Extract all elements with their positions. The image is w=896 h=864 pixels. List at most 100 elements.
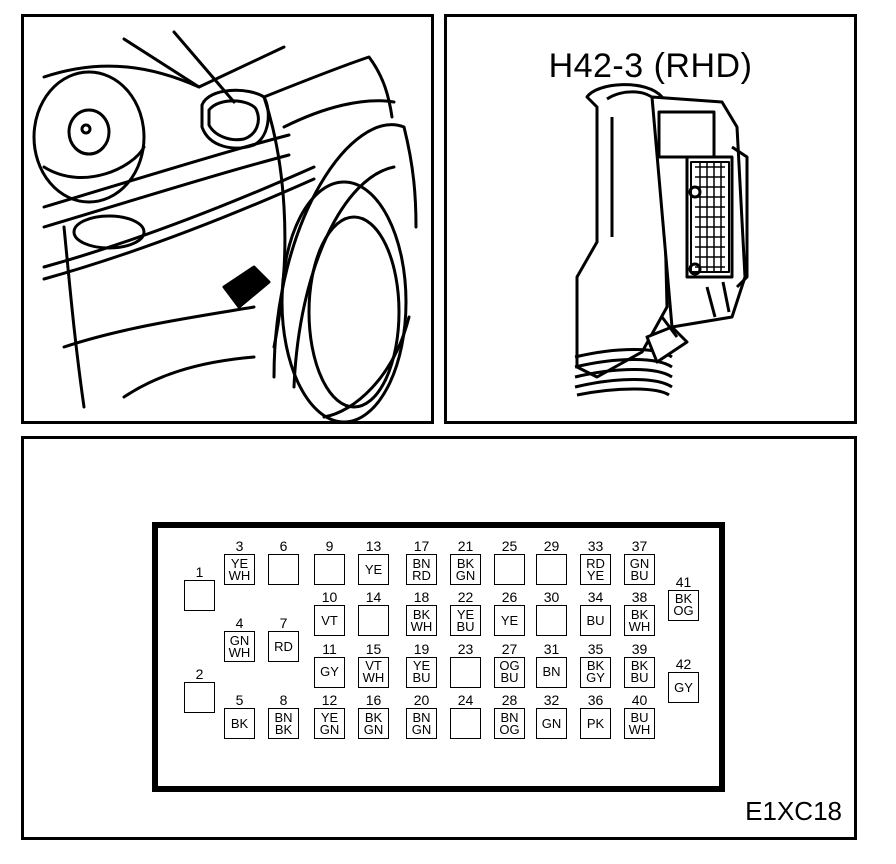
wire-color-code: BK <box>364 709 383 725</box>
wire-color-code: BK <box>674 591 693 607</box>
pin-29: 29 <box>535 538 568 585</box>
wire-color-code: GN <box>455 567 476 583</box>
wire-color-code: BK <box>230 715 249 731</box>
wire-color-code: OG <box>673 603 694 619</box>
wire-color-code: WH <box>628 721 651 737</box>
pin-number: 18 <box>413 589 430 606</box>
pin-1: 1 <box>183 563 216 611</box>
pin-6: 6 <box>267 538 300 585</box>
connector-title: H42-3 (RHD) <box>548 47 753 85</box>
pin-number: 19 <box>413 640 430 657</box>
connector-image-panel: H42-3 (RHD) <box>444 14 857 424</box>
figure-code: E1XC18 <box>745 796 842 826</box>
wire-color-code: WH <box>362 670 385 686</box>
pin-number: 27 <box>501 640 518 657</box>
pin-number: 7 <box>279 615 288 631</box>
pin-cavity: GN <box>536 708 567 739</box>
wire-color-code: PK <box>586 715 605 731</box>
pin-number: 11 <box>322 640 337 657</box>
pin-number: 29 <box>543 538 560 554</box>
wire-color-code: BK <box>630 606 649 622</box>
pin-cavity <box>450 656 481 688</box>
pin-cavity: GY <box>314 656 345 688</box>
wire-color-code: GN <box>319 721 340 737</box>
pin-number: 6 <box>279 538 288 554</box>
pin-cavity <box>494 554 525 585</box>
pin-number: 37 <box>631 538 648 554</box>
wire-color-code: GY <box>320 664 339 680</box>
wire-color-code: BN <box>412 555 431 571</box>
pin-number: 28 <box>501 692 518 708</box>
pin-cavity: PK <box>580 708 611 739</box>
wire-color-code: GN <box>541 715 562 731</box>
wire-color-code: BU <box>456 618 475 634</box>
wire-color-code: BK <box>456 555 475 571</box>
pin-number: 22 <box>457 589 474 606</box>
pin-cavity <box>184 682 215 714</box>
pin-cavity <box>536 605 567 637</box>
wire-color-code: GN <box>411 721 432 737</box>
wire-color-code: YE <box>230 555 249 571</box>
pin-number: 24 <box>457 692 474 708</box>
wire-color-code: WH <box>410 618 433 634</box>
wire-color-code: BU <box>500 670 519 686</box>
pin-number: 33 <box>587 538 604 554</box>
pin-number: 25 <box>501 538 518 554</box>
pin-24: 24 <box>449 692 482 739</box>
pin-number: 31 <box>543 640 560 657</box>
pin-number: 34 <box>587 589 604 606</box>
pin-number: 39 <box>631 640 648 657</box>
pin-30: 30 <box>535 590 568 637</box>
wire-color-code: BK <box>274 721 293 737</box>
wire-color-code: GN <box>229 632 250 648</box>
pin-number: 5 <box>235 692 244 708</box>
pin-number: 1 <box>195 563 204 580</box>
wire-color-code: YE <box>412 658 431 674</box>
wire-color-code: BU <box>630 567 649 583</box>
vehicle-location-panel <box>21 14 434 424</box>
wire-color-code: BN <box>412 709 431 725</box>
pin-number: 40 <box>631 692 648 708</box>
pin-number: 8 <box>279 692 288 708</box>
wire-color-code: VT <box>365 658 382 674</box>
wire-color-code: YE <box>456 606 475 622</box>
wire-color-code: YE <box>364 561 383 577</box>
wire-color-code: WH <box>628 618 651 634</box>
pin-number: 23 <box>457 640 474 657</box>
pin-cavity <box>358 605 389 637</box>
pin-14: 14 <box>357 590 390 637</box>
wire-color-code: GY <box>674 679 693 695</box>
wire-color-code: RD <box>412 567 431 583</box>
